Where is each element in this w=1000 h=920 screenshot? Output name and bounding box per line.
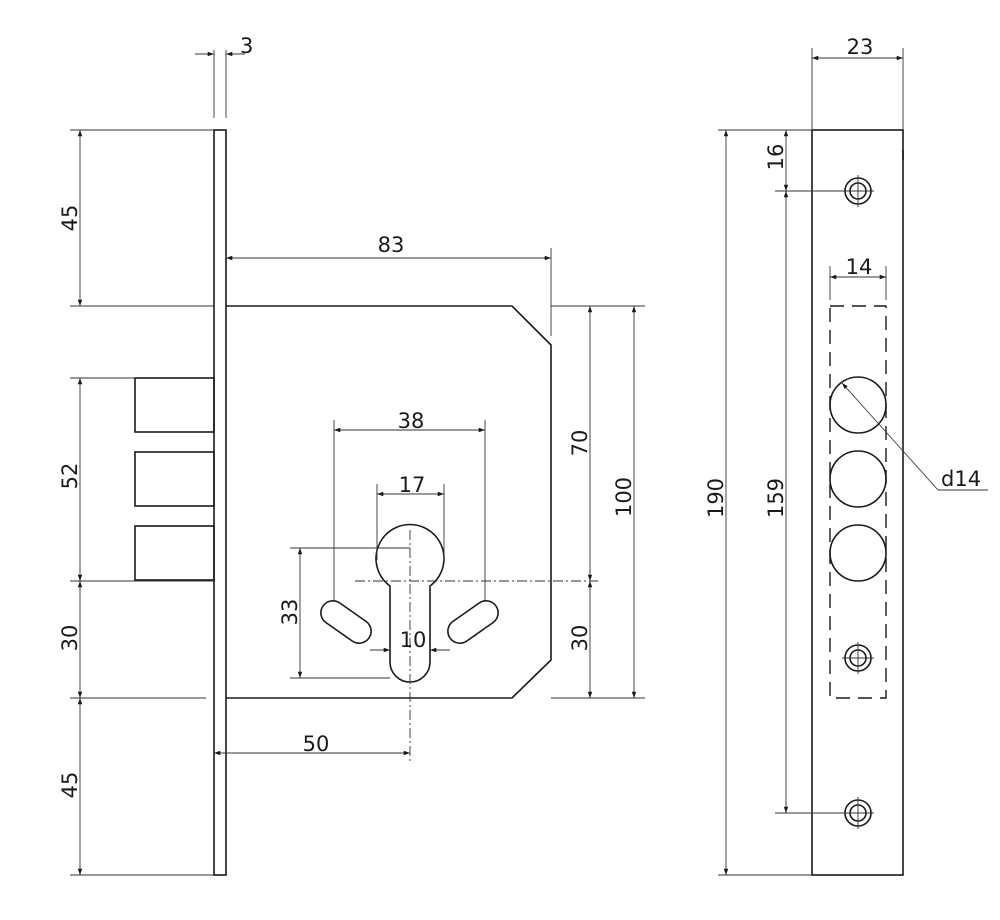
dim-lower-height: 30 — [568, 625, 592, 652]
screw-middle — [842, 642, 874, 674]
side-faceplate — [811, 129, 904, 876]
dim-body-width: 83 — [378, 233, 405, 257]
faceplate — [213, 129, 227, 876]
bolt-end-3 — [829, 524, 887, 582]
bolt-1 — [134, 377, 215, 433]
dim-body-height: 100 — [612, 477, 636, 517]
dim-bolt-width: 14 — [846, 255, 873, 279]
dim-latch-gap: 30 — [58, 625, 82, 652]
dim-bolt-zone: 52 — [58, 463, 82, 490]
bolt-2 — [134, 451, 215, 507]
screw-top — [842, 175, 874, 207]
slot-right — [447, 600, 499, 644]
dim-cylinder-height: 33 — [278, 599, 302, 626]
bolt-3 — [134, 525, 215, 581]
dim-cylinder-width: 17 — [399, 473, 426, 497]
dim-screw-top: 16 — [764, 144, 788, 171]
dim-backset: 50 — [303, 732, 330, 756]
dim-screw-spacing: 159 — [764, 478, 788, 518]
dim-faceplate-thickness: 3 — [240, 34, 253, 58]
bolt-cavity — [829, 305, 887, 699]
dim-top-offset: 45 — [58, 205, 82, 232]
dim-faceplate-width: 23 — [847, 35, 874, 59]
dim-bottom-offset: 45 — [58, 772, 82, 799]
bolt-end-2 — [829, 450, 887, 508]
screw-bottom — [842, 797, 874, 829]
lock-body — [226, 305, 552, 699]
dim-bolt-diameter: d14 — [941, 467, 981, 491]
dim-cam-spacing: 38 — [398, 409, 425, 433]
dim-cylinder-bottom-width: 10 — [400, 628, 427, 652]
bolt-end-1 — [829, 376, 887, 434]
front-view: 3 45 83 52 30 45 38 17 33 10 50 70 30 10… — [58, 34, 645, 876]
dim-total-height: 190 — [704, 478, 728, 518]
slot-left — [320, 600, 372, 644]
dim-upper-height: 70 — [568, 430, 592, 457]
side-view: 23 16 14 d14 159 190 — [704, 35, 988, 876]
